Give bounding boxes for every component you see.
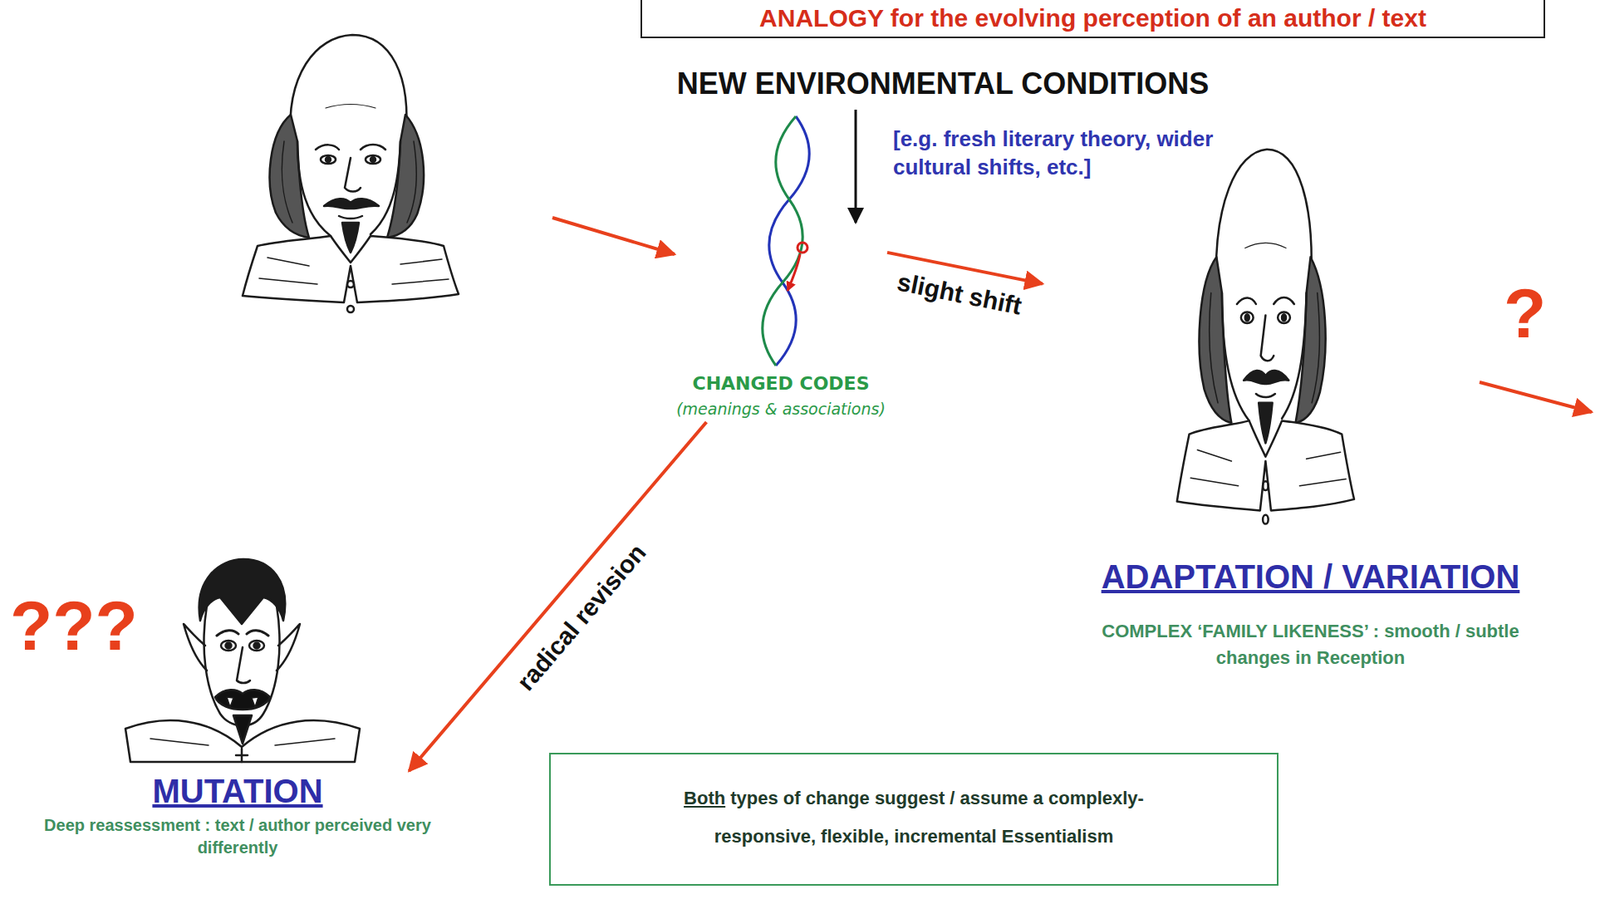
cross-pendant [235,748,248,762]
fangs [226,696,259,707]
eye [249,640,265,651]
beard [233,715,252,744]
summary-text: Both types of change suggest / assume a … [633,779,1194,856]
onward-arrow [1479,382,1592,413]
input-arrow [552,217,675,255]
adapted-portrait [1177,149,1355,525]
eye [220,640,236,651]
condition-examples: [e.g. fresh literary theory, wider cultu… [893,124,1259,182]
edge-label: radical revision [509,535,654,699]
title-box: ANALOGY for the evolving perception of a… [640,0,1546,39]
original-portrait [242,34,459,313]
summary-box: Both types of change suggest / assume a … [549,752,1279,886]
pupil [225,642,232,649]
adaptation-figure: ADAPTATION / VARIATION COMPLEX ‘FAMILY LI… [1042,116,1579,675]
mutated-portrait [125,559,360,762]
open-mouth [215,689,270,710]
nose [236,647,251,683]
pressure-arrow [854,109,858,223]
adaptation-heading: ADAPTATION / VARIATION [1042,556,1579,597]
dna-strand [762,116,803,366]
mutation-figure: MUTATIONDeep reassessment : text / autho… [38,770,437,861]
mutation-heading: MUTATION [38,770,437,811]
mutation-arrow [787,254,800,291]
pupil [254,642,261,649]
changed-codes: CHANGED CODES(meanings & associations) [674,107,888,423]
mutation-body: Deep reassessment : text / author percei… [38,814,437,859]
revision-arrow [408,422,707,771]
adaptation-body: COMPLEX ‘FAMILY LIKENESS’ : smooth / sub… [1065,618,1556,672]
widow-peak-hair [199,559,285,624]
codes-heading: CHANGED CODES [674,372,888,396]
question-marks: ??? [9,584,138,667]
eyebrows [216,630,269,636]
condition-heading: NEW ENVIRONMENTAL CONDITIONS [614,66,1272,102]
mutation-point [797,242,808,253]
codes-subtitle: (meanings & associations) [674,398,888,419]
question-mark: ? [1503,272,1547,354]
diagram-title: ANALOGY for the evolving perception of a… [642,3,1544,34]
